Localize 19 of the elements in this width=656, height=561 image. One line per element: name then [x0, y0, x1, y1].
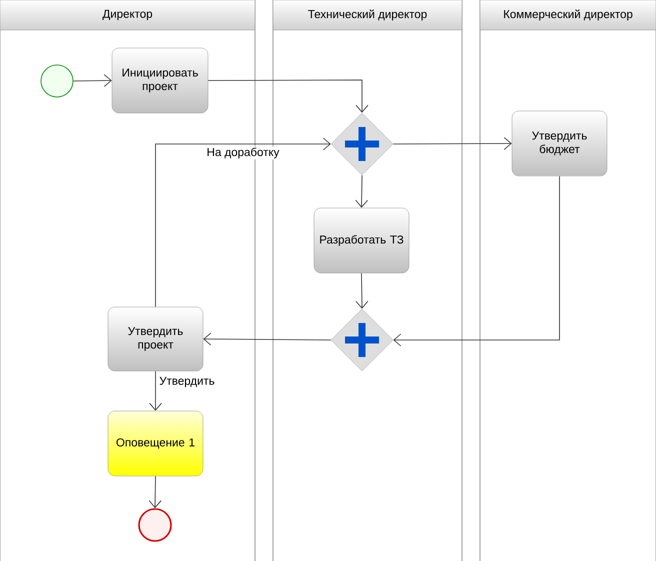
- task-box: Инициировать проект: [112, 48, 208, 114]
- arrow: [392, 137, 512, 150]
- arrow: [73, 74, 112, 87]
- arrow: [155, 138, 331, 308]
- arrow: [149, 370, 162, 411]
- arrow: [208, 80, 368, 113]
- end-event-circle: [138, 508, 172, 542]
- notification-box: Оповещение 1: [108, 410, 204, 476]
- arrow: [356, 272, 368, 309]
- arrow: [203, 332, 332, 346]
- edge-label: На доработку: [206, 146, 280, 160]
- task-box: Разработать ТЗ: [314, 208, 410, 274]
- arrow: [393, 176, 560, 346]
- arrow: [148, 476, 162, 508]
- task-box: Утвердить бюджет: [512, 110, 608, 176]
- arrow: [355, 174, 368, 208]
- task-box: Утвердить проект: [108, 306, 204, 372]
- start-event-circle: [40, 64, 74, 98]
- edge-label: Утвердить: [158, 376, 216, 388]
